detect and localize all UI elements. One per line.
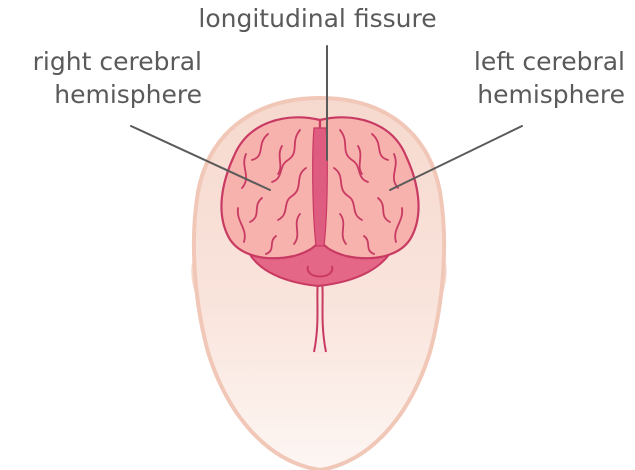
label-longitudinal-fissure-text: longitudinal fissure — [0, 2, 635, 35]
label-right-hemisphere-line-1: right cerebral — [6, 45, 202, 78]
label-right-hemisphere-line-2: hemisphere — [6, 78, 202, 111]
label-left-hemisphere-line-1: left cerebral — [435, 45, 625, 78]
label-left-hemisphere-line-2: hemisphere — [435, 78, 625, 111]
longitudinal-fissure — [313, 128, 328, 246]
label-longitudinal-fissure: longitudinal fissure — [0, 2, 635, 35]
label-left-cerebral-hemisphere: left cerebral hemisphere — [435, 45, 625, 111]
label-right-cerebral-hemisphere: right cerebral hemisphere — [6, 45, 202, 111]
